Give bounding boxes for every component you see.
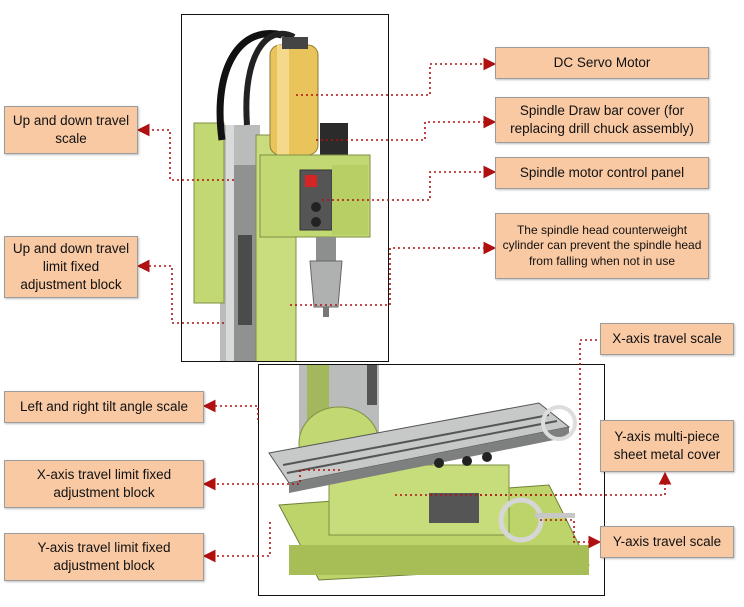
callout-counterweight: The spindle head counterweight cylinder … bbox=[495, 213, 709, 279]
callout-tilt-scale: Left and right tilt angle scale bbox=[4, 391, 204, 423]
callout-updown-limit-block: Up and down travel limit fixed adjustmen… bbox=[4, 236, 138, 298]
callout-x-limit-block: X-axis travel limit fixed adjustment blo… bbox=[4, 460, 204, 508]
callout-dc-servo-motor: DC Servo Motor bbox=[495, 47, 709, 79]
callout-motor-control-panel: Spindle motor control panel bbox=[495, 157, 709, 189]
callout-x-scale: X-axis travel scale bbox=[600, 323, 734, 355]
callout-y-scale: Y-axis travel scale bbox=[600, 526, 734, 558]
mill-head-illustration bbox=[193, 30, 371, 361]
photo-table-base bbox=[258, 364, 605, 596]
photo-mill-head bbox=[181, 14, 389, 362]
table-base-illustration bbox=[268, 365, 590, 581]
callout-drawbar-cover: Spindle Draw bar cover (for replacing dr… bbox=[495, 97, 709, 143]
callout-y-limit-block: Y-axis travel limit fixed adjustment blo… bbox=[4, 533, 204, 581]
callout-updown-scale: Up and down travel scale bbox=[4, 106, 138, 154]
callout-y-cover: Y-axis multi-piece sheet metal cover bbox=[600, 420, 734, 472]
